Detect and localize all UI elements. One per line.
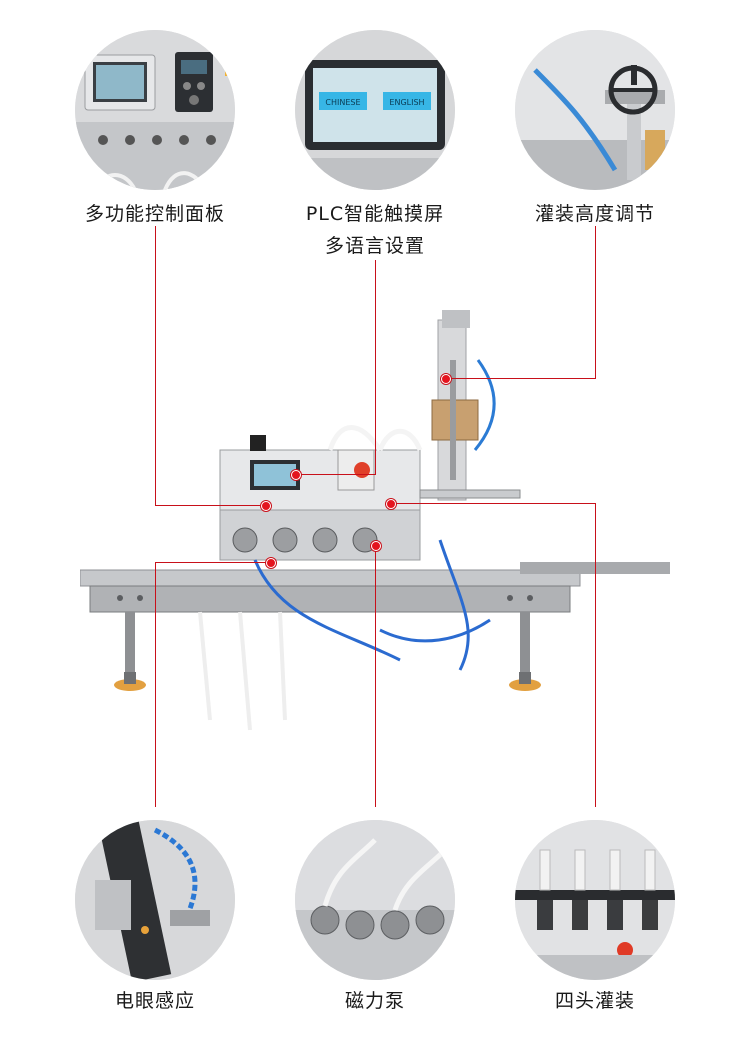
height-adjust-label: 灌装高度调节: [534, 203, 655, 225]
four-head-callout-dot: [386, 499, 396, 509]
four-head-filling-photo: [515, 820, 675, 980]
height-adjust-callout-line-h: [445, 378, 596, 379]
control-panel-callout-dot: [261, 501, 271, 511]
photo-sensor-callout-dot: [266, 558, 276, 568]
magnetic-pump-callout-line: [375, 545, 376, 807]
control-panel-photo: [75, 30, 235, 190]
four-head-callout-line: [595, 503, 596, 807]
plc-screen-label: PLC智能触摸屏 多语言设置: [305, 203, 445, 257]
photo-sensor-callout-line: [155, 562, 156, 807]
height-adjust-photo: [515, 30, 675, 190]
magnetic-pump-callout-dot: [371, 541, 381, 551]
magnetic-pump-photo: [295, 820, 455, 980]
english-screen-button: ENGLISH: [389, 98, 424, 107]
photo-sensor-callout-line-h: [155, 562, 270, 563]
magnetic-pump-label: 磁力泵: [344, 990, 405, 1012]
plc-screen-callout-dot: [291, 470, 301, 480]
control-panel-callout-line-h: [155, 505, 265, 506]
control-panel-label: 多功能控制面板: [84, 203, 225, 225]
photo-sensor-label: 电眼感应: [114, 990, 195, 1012]
four-head-callout-line-h: [390, 503, 595, 504]
plc-screen-photo: CHINESE ENGLISH: [295, 30, 455, 190]
control-panel-callout-line: [155, 226, 156, 506]
photo-sensor-photo: [75, 820, 235, 980]
height-adjust-callout-line: [595, 226, 596, 379]
four-head-filling-label: 四头灌装: [554, 990, 635, 1012]
height-adjust-callout-dot: [441, 374, 451, 384]
plc-screen-callout-line: [375, 260, 376, 475]
plc-screen-callout-line-h: [295, 474, 375, 475]
chinese-screen-button: CHINESE: [325, 98, 360, 107]
filling-machine-illustration: [80, 310, 670, 731]
